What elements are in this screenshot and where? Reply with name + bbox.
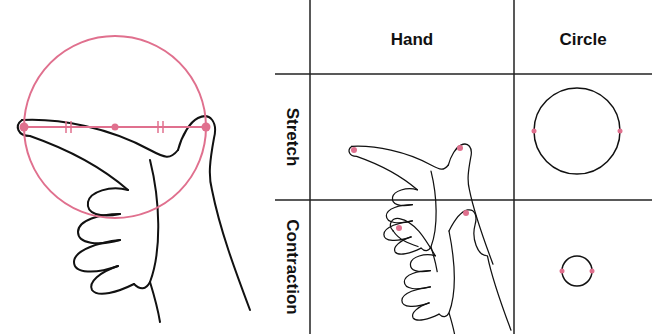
hand-contraction — [390, 210, 511, 334]
circle-point — [560, 269, 565, 274]
hand-drawing — [18, 116, 250, 322]
circle-stretch — [534, 88, 620, 174]
hand-points — [351, 145, 463, 153]
hand-stretch — [349, 144, 493, 272]
row-header: Contraction — [282, 219, 302, 314]
column-header: Circle — [559, 30, 606, 50]
circle-contraction — [562, 256, 592, 286]
circle-point — [590, 269, 595, 274]
hand-points — [396, 210, 469, 231]
circle-point — [532, 129, 537, 134]
circle-point — [618, 129, 623, 134]
row-header: Stretch — [282, 108, 302, 167]
table-grid — [275, 0, 652, 334]
measure-points — [20, 123, 211, 132]
column-header: Hand — [391, 30, 434, 50]
measure-circle — [24, 36, 206, 218]
